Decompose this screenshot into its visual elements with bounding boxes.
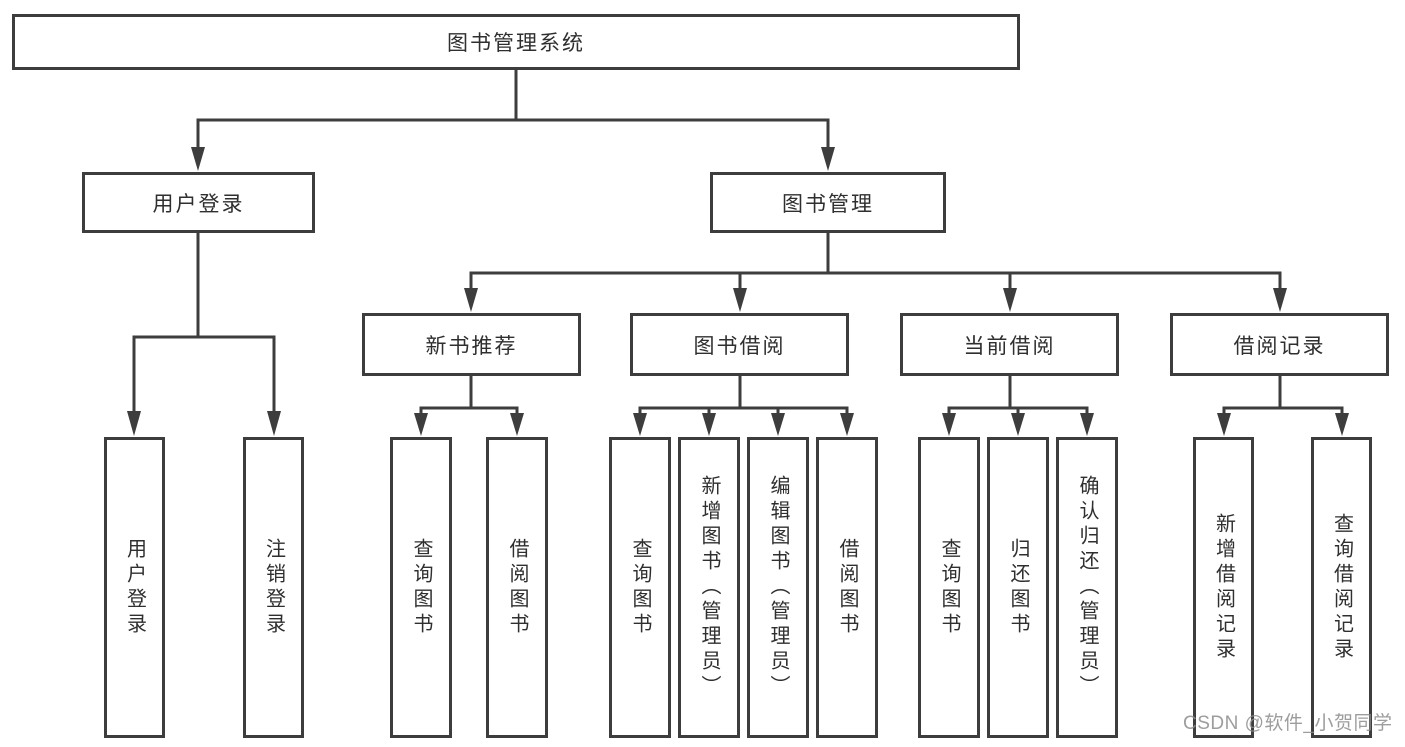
node-library-management-system: 图书管理系统 [12, 14, 1020, 70]
leaf-query-books-recommendation: 查询图书 [390, 437, 452, 738]
leaf-borrow-books: 借阅图书 [816, 437, 878, 738]
leaf-confirm-return-admin: 确认归还（管理员） [1056, 437, 1118, 738]
leaf-label: 用户登录 [123, 537, 146, 638]
leaf-label: 编辑图书（管理员） [767, 475, 789, 700]
connector-new-book-recommendation-to-leaves [414, 376, 524, 436]
leaf-return-books: 归还图书 [987, 437, 1049, 738]
leaf-label: 查询图书 [938, 537, 960, 638]
node-label: 图书管理 [782, 192, 874, 216]
leaf-logout: 注销登录 [243, 437, 304, 738]
node-book-management: 图书管理 [710, 172, 946, 233]
leaf-query-borrow-record: 查询借阅记录 [1311, 437, 1372, 738]
leaf-edit-books-admin: 编辑图书（管理员） [747, 437, 809, 738]
node-current-borrowing: 当前借阅 [900, 313, 1119, 376]
leaf-user-login: 用户登录 [104, 437, 165, 738]
node-label: 新书推荐 [425, 334, 518, 358]
leaf-borrow-books-recommendation: 借阅图书 [486, 437, 548, 738]
leaf-label: 归还图书 [1007, 537, 1029, 638]
node-label: 图书借阅 [693, 334, 786, 358]
node-label: 借阅记录 [1233, 334, 1326, 358]
node-new-book-recommendation: 新书推荐 [362, 313, 581, 376]
leaf-label: 新增图书（管理员） [698, 475, 720, 700]
leaf-label: 查询借阅记录 [1330, 512, 1353, 663]
leaf-label: 查询图书 [629, 537, 651, 638]
leaf-label: 新增借阅记录 [1212, 512, 1235, 663]
connector-book-management-to-level3 [464, 233, 1287, 312]
node-label: 图书管理系统 [447, 32, 585, 55]
node-label: 用户登录 [152, 192, 245, 216]
node-user-login: 用户登录 [82, 172, 315, 233]
connector-borrowing-records-to-leaves [1217, 376, 1349, 436]
leaf-add-borrow-record: 新增借阅记录 [1193, 437, 1254, 738]
leaf-label: 查询图书 [410, 537, 432, 638]
leaf-label: 借阅图书 [836, 537, 858, 638]
leaf-label: 确认归还（管理员） [1076, 475, 1098, 700]
csdn-watermark: CSDN @软件_小贺同学 [1183, 713, 1393, 734]
node-borrowing-records: 借阅记录 [1170, 313, 1389, 376]
connector-book-borrowing-to-leaves [633, 376, 854, 436]
connector-user-login-to-leaves [127, 233, 281, 436]
node-book-borrowing: 图书借阅 [630, 313, 849, 376]
node-label: 当前借阅 [963, 334, 1056, 358]
leaf-label: 注销登录 [262, 537, 285, 638]
leaf-query-books-borrowing: 查询图书 [609, 437, 671, 738]
leaf-label: 借阅图书 [506, 537, 528, 638]
connector-current-borrowing-to-leaves [942, 376, 1094, 436]
connector-root-to-level2 [191, 70, 835, 171]
leaf-add-books-admin: 新增图书（管理员） [678, 437, 740, 738]
leaf-query-books-current: 查询图书 [918, 437, 980, 738]
